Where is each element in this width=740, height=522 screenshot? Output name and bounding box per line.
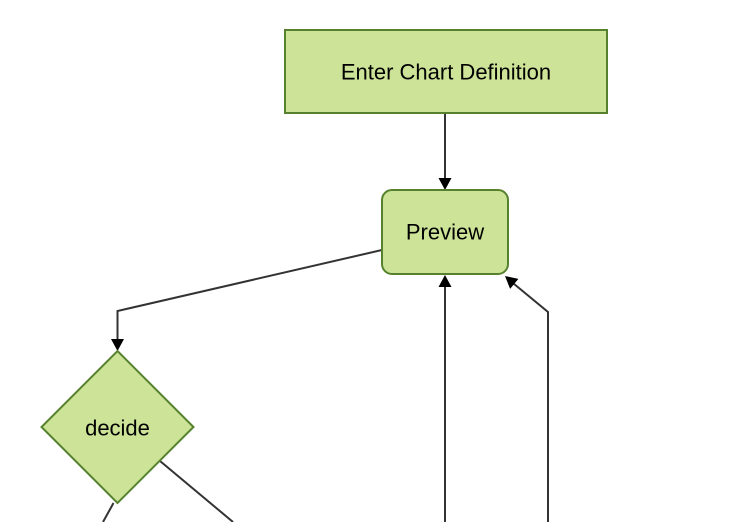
node-preview-label: Preview [406,220,484,245]
edge-enter-to-preview [438,114,452,190]
edge-preview-to-decide [111,249,383,351]
edge-bottom-to-preview-corner-line [512,282,549,522]
edge-preview-to-decide-line [116,249,383,340]
node-enter-chart-definition-box [284,29,608,114]
arrowhead-into-preview-bottom [438,275,452,287]
node-decide: decide [40,349,195,505]
node-preview-box [381,189,509,275]
arrowhead-into-decide-top [111,339,124,351]
node-enter-chart-definition: Enter Chart Definition [284,29,608,114]
edge-bottom-to-preview-corner [505,276,549,522]
node-decide-label: decide [85,416,150,441]
edge-decide-down-right [159,460,234,522]
node-preview: Preview [381,189,509,275]
arrowhead-into-preview-top [438,178,452,190]
node-enter-chart-definition-label: Enter Chart Definition [341,60,551,85]
node-decide-diamond [40,349,195,505]
arrowhead-into-preview-corner [505,276,519,289]
edge-bottom-to-preview-center [438,275,452,522]
edge-decide-down-left [102,502,115,522]
